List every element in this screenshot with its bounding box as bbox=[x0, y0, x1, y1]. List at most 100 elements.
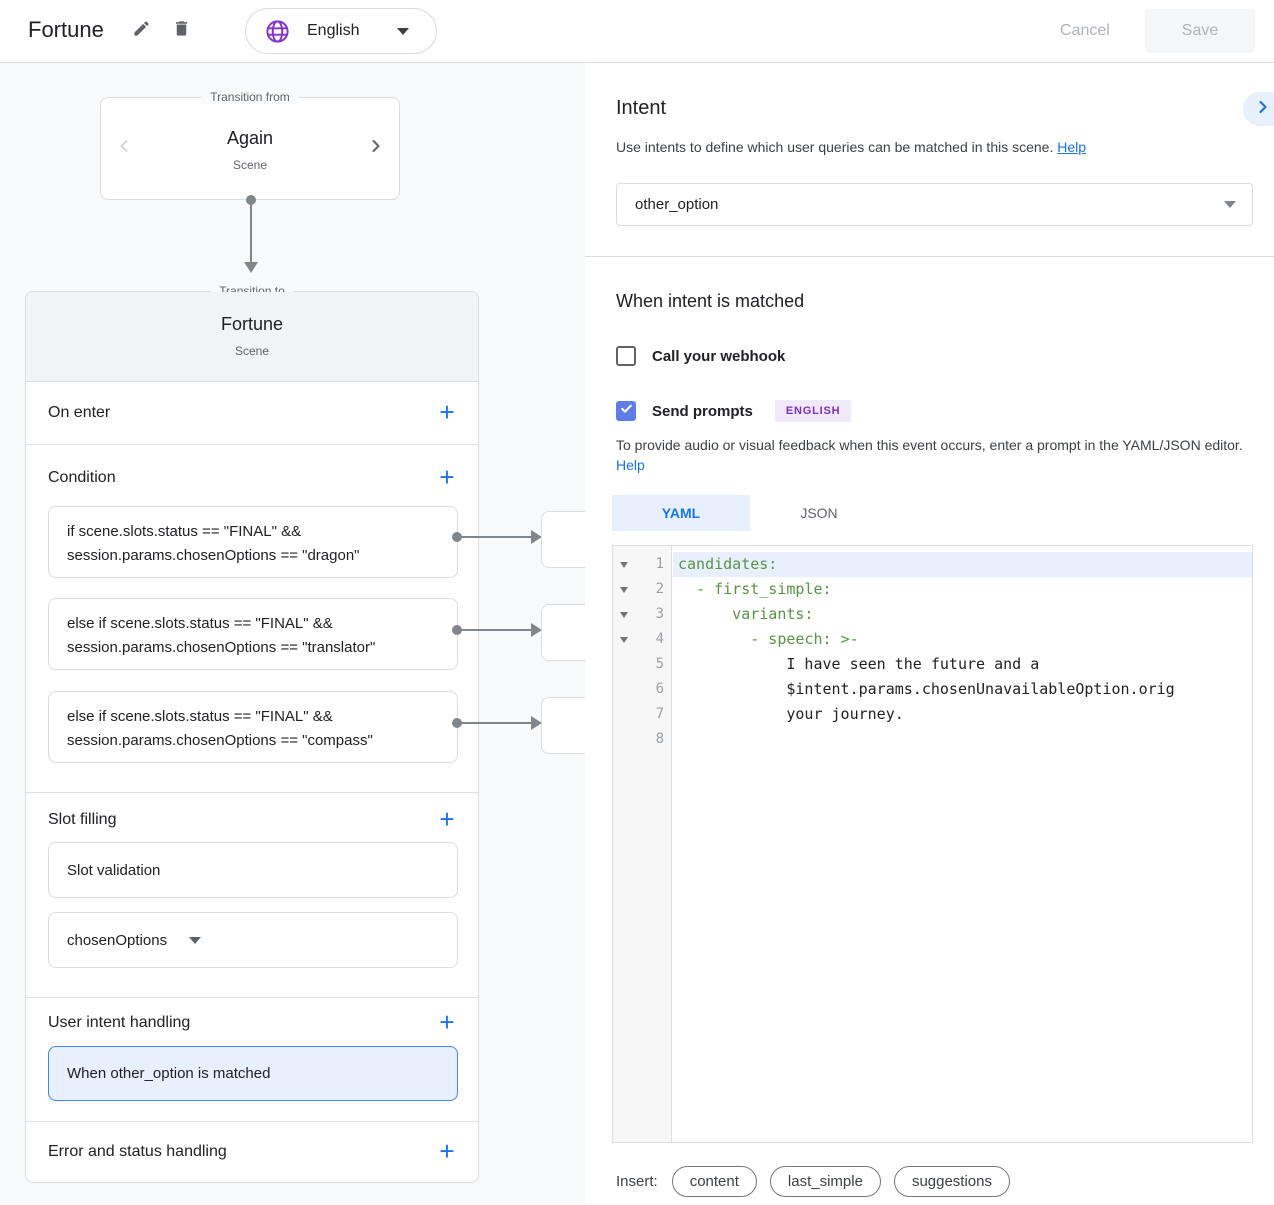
condition-card-translator[interactable]: else if scene.slots.status == "FINAL" &&… bbox=[48, 598, 458, 670]
language-label: English bbox=[307, 22, 360, 39]
scene-detail-card: Transition to Fortune Scene On enter + C… bbox=[25, 284, 479, 1183]
editor-line: 4 - speech: >- bbox=[613, 627, 1252, 652]
webhook-checkbox-row: Call your webhook bbox=[616, 346, 785, 366]
chevron-right-icon bbox=[1253, 97, 1273, 122]
intent-dropdown-value: other_option bbox=[635, 196, 719, 213]
cancel-button[interactable]: Cancel bbox=[1060, 22, 1110, 39]
fold-arrow-icon[interactable] bbox=[620, 612, 628, 618]
call-webhook-checkbox[interactable] bbox=[616, 346, 636, 366]
condition-card-dragon[interactable]: if scene.slots.status == "FINAL" && sess… bbox=[48, 506, 458, 578]
prompt-description: To provide audio or visual feedback when… bbox=[616, 437, 1243, 473]
language-selector[interactable]: English bbox=[245, 8, 437, 54]
top-bar: Fortune English Cancel Save bbox=[0, 0, 1274, 63]
add-condition-button[interactable]: + bbox=[439, 462, 455, 492]
intent-dropdown[interactable]: other_option bbox=[616, 183, 1253, 226]
editor-line: 2 - first_simple: bbox=[613, 577, 1252, 602]
pencil-icon bbox=[132, 19, 151, 43]
section-error-handling-label: Error and status handling bbox=[48, 1143, 227, 1160]
section-divider bbox=[26, 1121, 478, 1122]
prompt-help-link[interactable]: Help bbox=[616, 457, 645, 473]
add-slot-button[interactable]: + bbox=[439, 804, 455, 834]
condition-connector-line bbox=[459, 536, 535, 538]
transition-from-scene-type: Scene bbox=[232, 158, 268, 172]
editor-line: 7 your journey. bbox=[655, 705, 904, 723]
condition-connector-line bbox=[459, 722, 535, 724]
intent-panel-title: Intent bbox=[616, 97, 667, 119]
globe-icon bbox=[264, 18, 291, 45]
intent-handler-card-selected[interactable]: When other_option is matched bbox=[48, 1046, 458, 1101]
send-prompts-checkbox[interactable] bbox=[616, 401, 636, 421]
condition-card-compass[interactable]: else if scene.slots.status == "FINAL" &&… bbox=[48, 691, 458, 763]
section-on-enter-label: On enter bbox=[48, 404, 111, 421]
editor-line: 3 variants: bbox=[613, 602, 1252, 627]
condition-arrow-icon bbox=[531, 530, 542, 544]
condition-connector-line bbox=[459, 629, 535, 631]
previous-transition-button[interactable] bbox=[113, 138, 135, 160]
editor-rows: 1 candidates: 2 - first_simple: 3 varian… bbox=[613, 552, 1252, 752]
add-intent-handler-button[interactable]: + bbox=[439, 1007, 455, 1037]
chevron-right-icon bbox=[366, 136, 386, 161]
when-matched-title: When intent is matched bbox=[616, 291, 805, 311]
insert-content-chip[interactable]: content bbox=[671, 1166, 757, 1197]
prompts-checkbox-row: Send prompts ENGLISH bbox=[616, 400, 852, 422]
checkmark-icon bbox=[619, 401, 634, 421]
condition-target-box[interactable] bbox=[541, 697, 585, 754]
intent-description: Use intents to define which user queries… bbox=[616, 139, 1087, 155]
trash-icon bbox=[172, 18, 191, 44]
insert-row: Insert: content last_simple suggestions bbox=[616, 1166, 1023, 1197]
edit-title-button[interactable] bbox=[128, 18, 154, 44]
condition-connector-dot bbox=[452, 625, 462, 635]
editor-line: 8 bbox=[655, 731, 664, 747]
call-webhook-label: Call your webhook bbox=[652, 347, 786, 365]
fold-arrow-icon[interactable] bbox=[620, 587, 628, 593]
flow-graph-panel: Transition from Again Scene Transition t… bbox=[0, 63, 585, 1205]
transition-to-scene-name: Fortune bbox=[220, 314, 284, 334]
condition-arrow-icon bbox=[531, 623, 542, 637]
editor-line: 1 candidates: bbox=[613, 552, 1252, 577]
chevron-down-icon bbox=[1224, 201, 1236, 208]
condition-connector-dot bbox=[452, 532, 462, 542]
next-transition-button[interactable] bbox=[365, 138, 387, 160]
page-title: Fortune bbox=[28, 17, 104, 42]
editor-gutter bbox=[613, 546, 672, 1142]
condition-arrow-icon bbox=[531, 716, 542, 730]
transition-to-scene-type: Scene bbox=[234, 344, 270, 358]
send-prompts-label: Send prompts bbox=[652, 402, 753, 420]
fold-arrow-icon[interactable] bbox=[620, 637, 628, 643]
collapse-panel-button[interactable] bbox=[1243, 92, 1274, 126]
intent-help-link[interactable]: Help bbox=[1057, 139, 1087, 155]
yaml-editor[interactable]: 1 candidates: 2 - first_simple: 3 varian… bbox=[612, 545, 1253, 1143]
transition-to-header[interactable]: Fortune Scene bbox=[26, 292, 478, 382]
editor-line: 6 $intent.params.chosenUnavailableOption… bbox=[655, 680, 1175, 698]
condition-connector-dot bbox=[452, 718, 462, 728]
insert-suggestions-chip[interactable]: suggestions bbox=[893, 1166, 1010, 1197]
transition-arrow-icon bbox=[244, 262, 258, 273]
slot-chosenoptions-card[interactable]: chosenOptions bbox=[48, 912, 458, 968]
add-error-handler-button[interactable]: + bbox=[439, 1136, 455, 1166]
chevron-down-icon bbox=[397, 27, 410, 35]
transition-from-scene-name: Again bbox=[226, 128, 274, 148]
section-condition-label: Condition bbox=[48, 469, 116, 486]
section-divider bbox=[26, 444, 478, 445]
tab-json[interactable]: JSON bbox=[800, 505, 838, 521]
transition-connector-line bbox=[250, 200, 252, 262]
delete-scene-button[interactable] bbox=[168, 18, 194, 44]
chevron-down-icon bbox=[189, 936, 202, 944]
condition-target-box[interactable] bbox=[541, 604, 585, 661]
insert-label: Insert: bbox=[616, 1173, 658, 1190]
transition-from-card[interactable]: Transition from Again Scene bbox=[100, 90, 400, 200]
transition-from-legend: Transition from bbox=[202, 90, 298, 104]
condition-target-box[interactable] bbox=[541, 511, 585, 568]
editor-line: 5 I have seen the future and a bbox=[655, 655, 1040, 673]
insert-last-simple-chip[interactable]: last_simple bbox=[769, 1166, 881, 1197]
section-divider bbox=[26, 792, 478, 793]
section-user-intent-label: User intent handling bbox=[48, 1014, 191, 1031]
section-slot-filling-label: Slot filling bbox=[48, 811, 117, 828]
slot-validation-card[interactable]: Slot validation bbox=[48, 842, 458, 898]
fold-arrow-icon[interactable] bbox=[620, 562, 628, 568]
add-on-enter-button[interactable]: + bbox=[439, 397, 455, 427]
chevron-left-icon bbox=[114, 136, 134, 161]
tab-yaml[interactable]: YAML bbox=[612, 495, 750, 531]
save-button[interactable]: Save bbox=[1145, 9, 1255, 53]
